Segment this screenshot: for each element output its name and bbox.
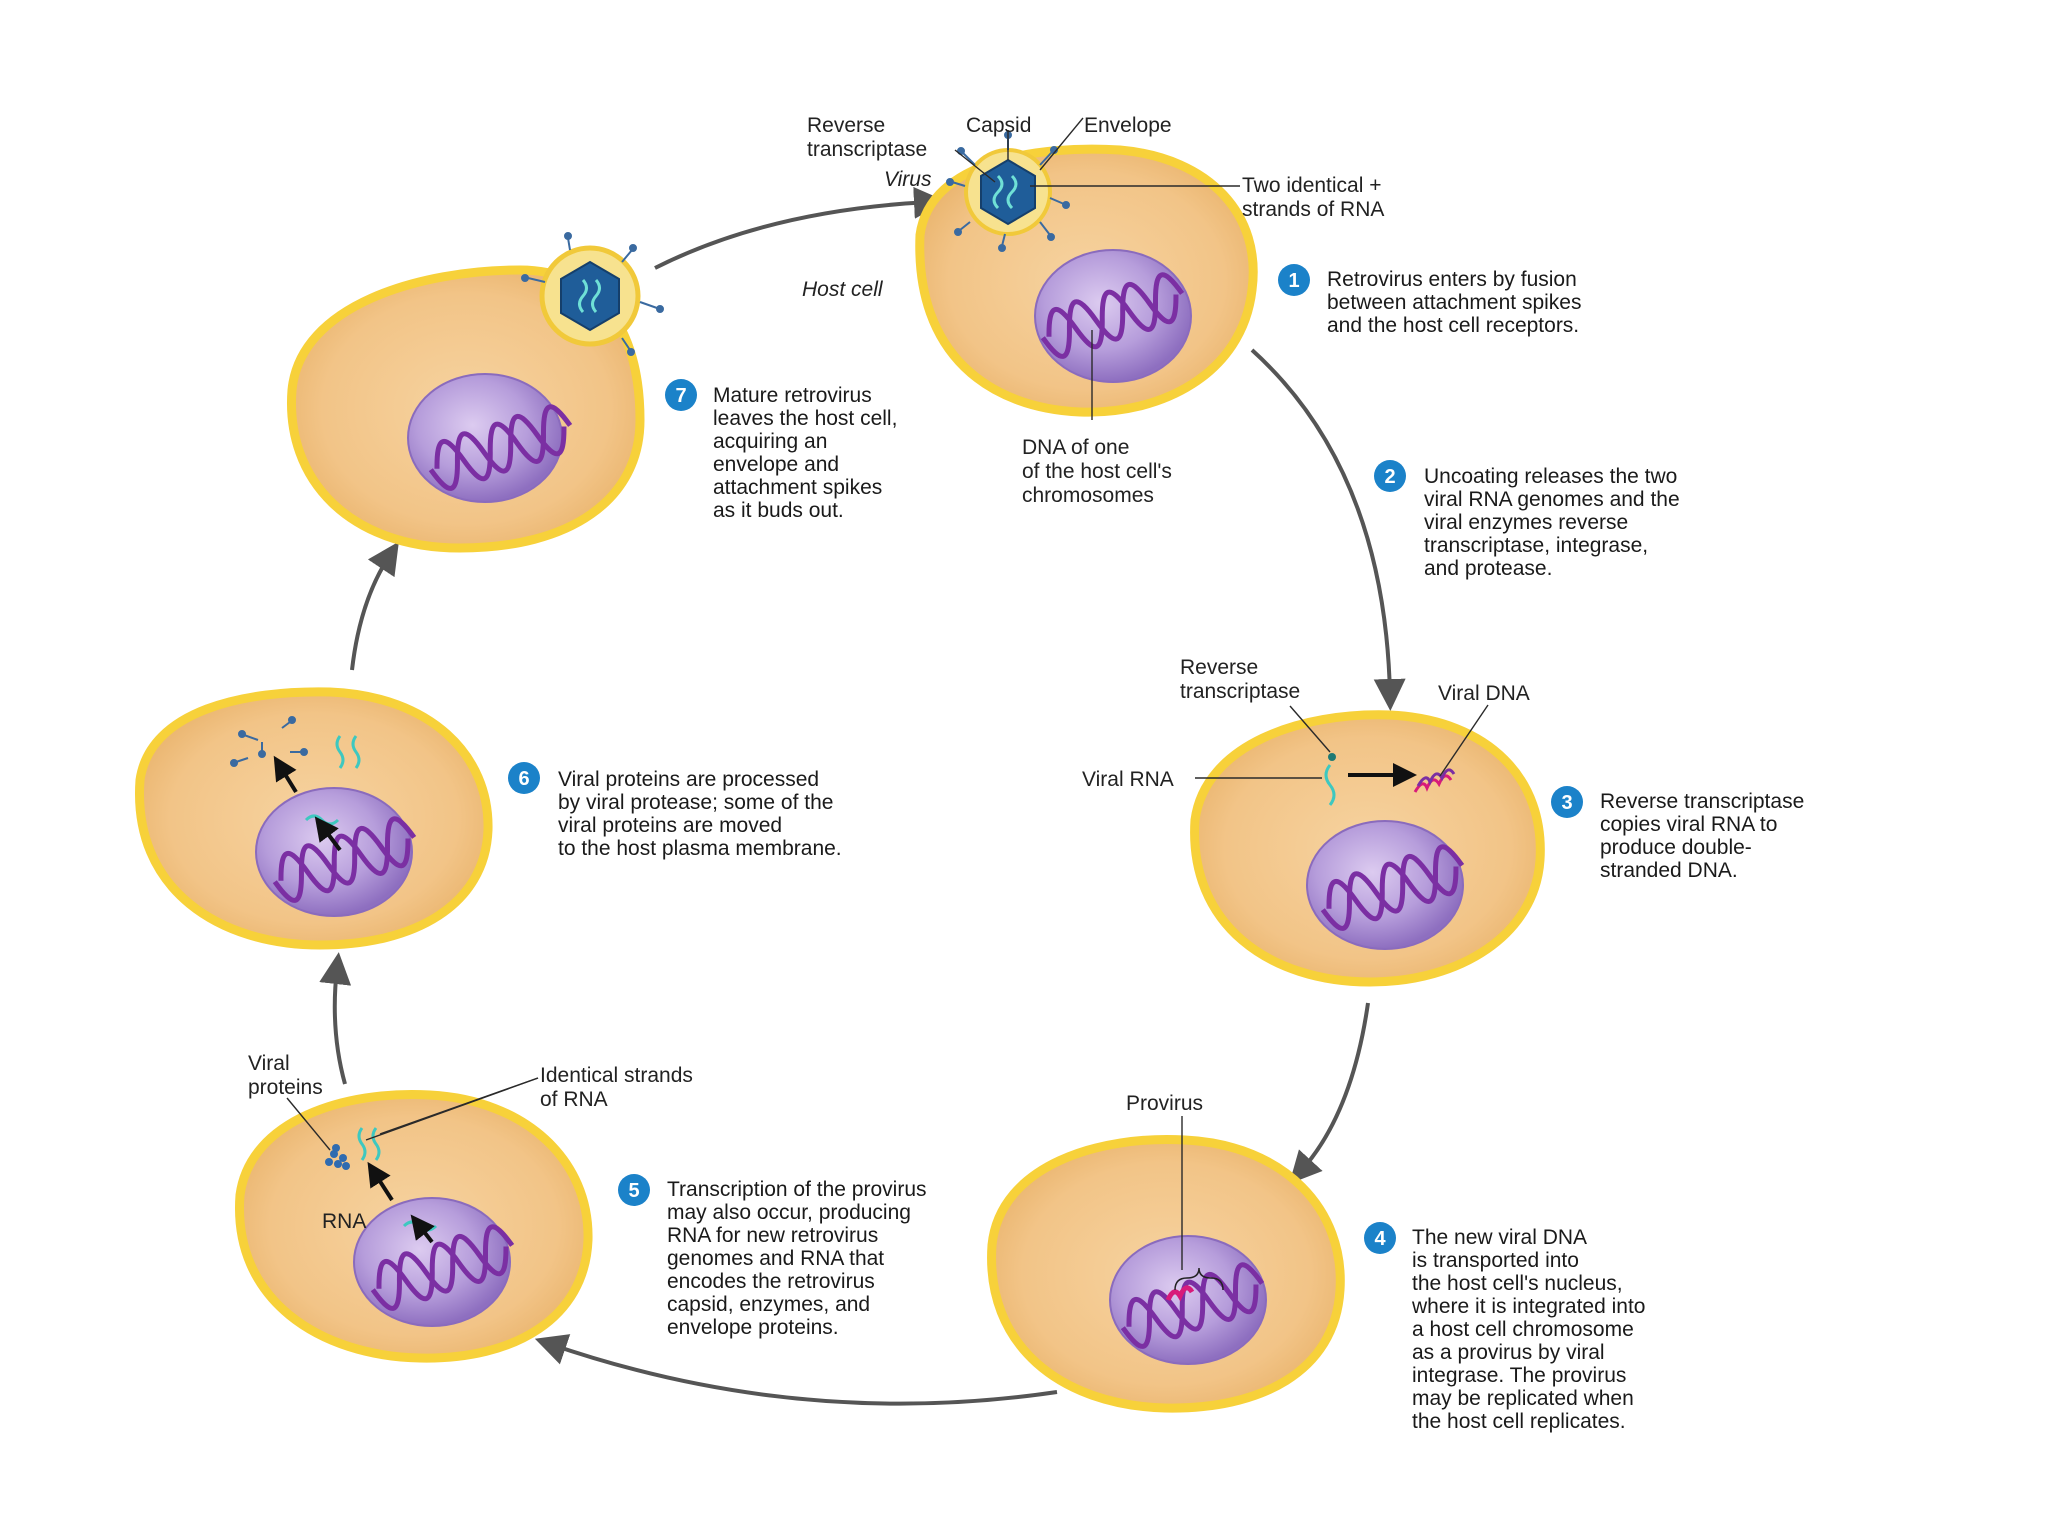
provirus-bracket (1174, 1267, 1224, 1291)
svg-text:Reverse transcriptase co: Reverse transcriptase copies viral RNA t… (1600, 790, 1810, 882)
cycle-arrows (319, 186, 1406, 1406)
arrow-7-to-1 (654, 186, 946, 270)
svg-text:Viral proteins are processed: Viral proteins are processed by viral pr… (558, 768, 842, 860)
label-identical-rna: Identical strands of RNA (540, 1064, 699, 1111)
arrow-6-to-7 (350, 541, 399, 671)
arrow-1-to-2 (1250, 348, 1406, 711)
budding-virus (521, 232, 664, 356)
svg-text:7: 7 (675, 385, 686, 407)
svg-text:3: 3 (1561, 792, 1572, 814)
svg-text:4: 4 (1374, 1228, 1386, 1250)
cell-stage-6 (135, 687, 493, 950)
processing-arrow (273, 755, 298, 794)
arrow-3-to-4 (1289, 1002, 1370, 1184)
viral-rna-strand (1324, 764, 1336, 806)
label-viral-dna: Viral DNA (1438, 682, 1530, 705)
label-provirus: Provirus (1126, 1092, 1203, 1115)
step-6: 6 Viral proteins are processed by viral … (508, 762, 842, 860)
reverse-transcriptase-dot (1328, 753, 1336, 761)
nucleus (1306, 820, 1464, 950)
label-viral-proteins: Viral proteins (248, 1052, 323, 1099)
viral-dna-strand (1413, 774, 1453, 793)
svg-text:2: 2 (1384, 466, 1395, 488)
cell-stage-1 (915, 117, 1258, 420)
svg-text:6: 6 (518, 768, 529, 790)
rna-strands (335, 735, 361, 769)
step-3: 3 Reverse transcriptase copies viral RNA… (1551, 786, 1810, 882)
cell-stage-3 (1190, 704, 1545, 987)
arrow-4-to-5 (534, 1334, 1058, 1406)
cell-stage-4 (987, 1116, 1345, 1413)
svg-text:Mature retrovirus leaves: Mature retrovirus leaves the host cell, … (713, 384, 903, 522)
export-arrow (314, 816, 342, 852)
svg-text:5: 5 (628, 1180, 639, 1202)
svg-text:Transcription of the provirus: Transcription of the provirus may also o… (667, 1178, 932, 1339)
step-5: 5 Transcription of the provirus may also… (618, 1174, 932, 1339)
step-7: 7 Mature retrovirus leaves the host cell… (665, 379, 903, 522)
label-virus: Virus (884, 168, 932, 191)
provirus-segment (1165, 1285, 1195, 1302)
export-arrow (410, 1214, 435, 1244)
cell-stage-5 (235, 1077, 593, 1363)
label-host-cell: Host cell (802, 278, 884, 301)
step-2: 2 Uncoating releases the two viral RNA g… (1374, 460, 1685, 580)
transcription-arrow (367, 1161, 394, 1202)
label-viral-rna: Viral RNA (1082, 768, 1174, 791)
label-capsid: Capsid (966, 114, 1031, 137)
viral-proteins-scattered (230, 716, 308, 767)
label-reverse-transcriptase-top: Reverse transcriptase (807, 114, 927, 161)
label-host-dna: DNA of one of the host cell's chromosome… (1022, 436, 1178, 507)
nucleus (1034, 249, 1192, 383)
label-envelope: Envelope (1084, 114, 1172, 137)
step-1: 1 Retrovirus enters by fusion between at… (1278, 264, 1587, 337)
cell-stage-7 (286, 232, 664, 553)
viral-protein-cluster (325, 1144, 350, 1170)
svg-text:Retrovirus enters by fusion: Retrovirus enters by fusion between atta… (1327, 268, 1587, 337)
svg-text:1: 1 (1288, 270, 1299, 292)
svg-text:Uncoating releases the two: Uncoating releases the two viral RNA gen… (1424, 465, 1685, 580)
step-4: 4 The new viral DNA is transported into … (1364, 1222, 1651, 1433)
identical-rna-strands (357, 1127, 381, 1161)
label-reverse-transcriptase-3: Reverse transcriptase (1180, 656, 1300, 703)
arrow-5-to-6 (319, 952, 352, 1085)
svg-text:The new viral DNA is tra: The new viral DNA is transported into th… (1411, 1226, 1651, 1433)
label-rna-strands: Two identical + strands of RNA (1242, 174, 1387, 221)
label-rna: RNA (322, 1210, 366, 1233)
